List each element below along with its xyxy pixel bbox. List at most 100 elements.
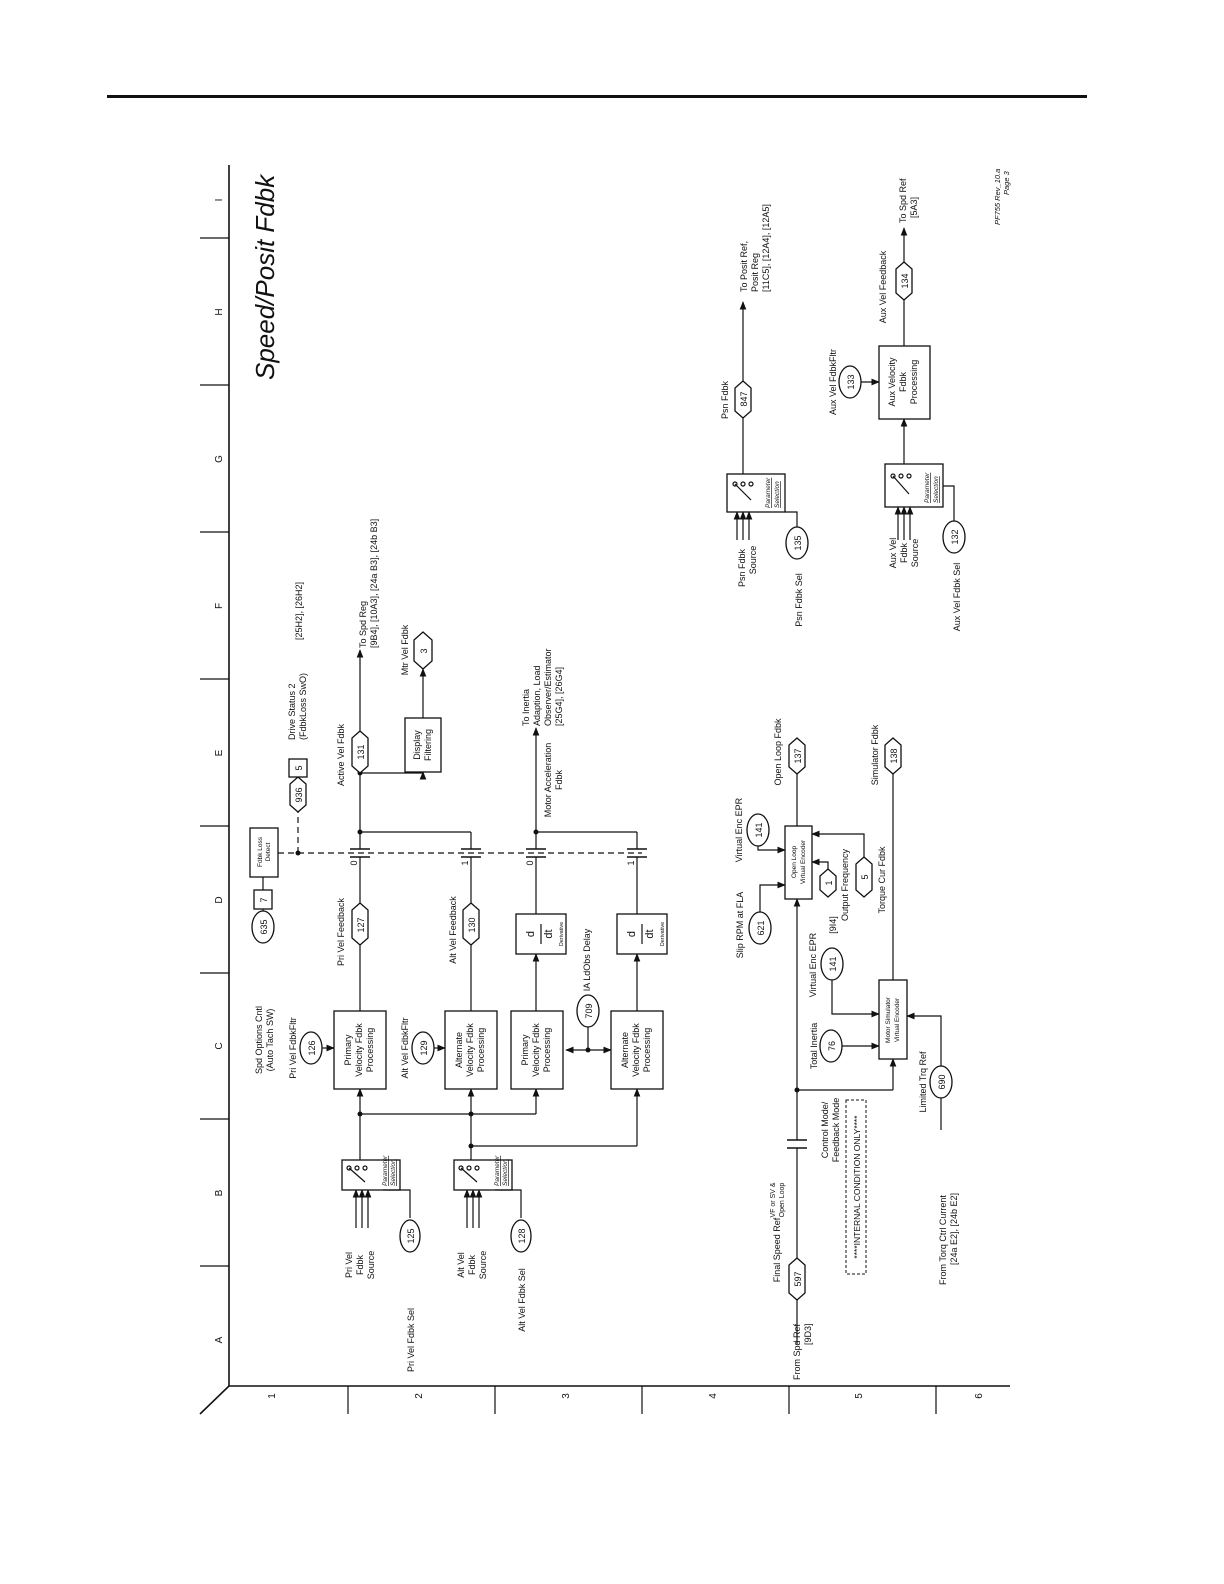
box-7-value: 7 (259, 897, 269, 902)
aux-proc-label-2: Fdbk (898, 371, 908, 392)
virtual-enc-epr-label-a: Virtual Enc EPR (734, 797, 744, 862)
open-loop-ve-label-1: Open Loop (791, 846, 798, 879)
vf-sv-label-2: Open Loop (779, 1183, 786, 1218)
primary-proc-label-2: Velocity Fdbk (354, 1023, 364, 1077)
grid-col-e: E (214, 749, 225, 756)
alt-switch-symbol (458, 1165, 480, 1183)
control-mode-label-2: Feedback Mode (831, 1098, 841, 1163)
param-126: 126 (307, 1040, 317, 1055)
param-138-hex (884, 737, 902, 775)
aux-vel-fdbkfltr-label: Aux Vel FdbkFltr (828, 349, 838, 415)
output-freq-label: Output Frequency (840, 848, 850, 921)
ddt-d-2: d (626, 931, 638, 937)
param-128-oval (510, 1219, 532, 1253)
alternate-proc2-label-2: Velocity Fdbk (631, 1023, 641, 1077)
switch-label-0-b: 0 (525, 860, 535, 865)
alternate-velocity-fdbk-processing-box-2 (610, 1010, 664, 1090)
psn-param-selection-label-2: Selection (774, 481, 781, 508)
switch-label-0-a: 0 (349, 860, 359, 865)
switch-contact-vf (787, 1139, 807, 1149)
aux-param-selection-label-2: Selection (933, 476, 940, 503)
param-1: 1 (824, 880, 834, 885)
drive-status-ref: [25H2], [26H2] (294, 582, 304, 640)
grid-row-6: 6 (974, 1393, 985, 1399)
to-inertia-label-1: To Inertia (521, 689, 531, 726)
param-709: 709 (584, 1003, 594, 1018)
primary-proc2-label-3: Processing (542, 1028, 552, 1073)
to-posit-label-3: [11C5], [12A4], [12A5] (761, 204, 771, 292)
aux-proc-label-3: Processing (909, 360, 919, 405)
page-title: Speed/Posit Fdbk (250, 173, 280, 380)
aux-vel-feedback-label: Aux Vel Feedback (878, 250, 888, 323)
grid-row-5: 5 (854, 1393, 865, 1399)
torque-cur-fdbk-label: Torque Cur Fdbk (877, 846, 887, 914)
ddt-dt-1: dt (543, 929, 555, 938)
ia-ldobs-delay-label: IA LdObs Delay (582, 928, 592, 991)
param-137: 137 (793, 748, 803, 763)
psn-switch-symbol (732, 481, 754, 501)
alt-param-selection-box (453, 1159, 513, 1191)
pri-param-selection-label-2: Selection (390, 1159, 397, 1186)
param-5: 5 (860, 874, 870, 879)
param-125-oval (399, 1219, 421, 1253)
alternate-proc-label-3: Processing (476, 1028, 486, 1073)
param-133: 133 (846, 374, 856, 389)
page-label: Page 3 (1002, 170, 1011, 195)
to-spd-reg-label: To Spd Reg (358, 601, 368, 648)
drive-status-label-1: Drive Status 2 (287, 683, 297, 740)
alt-vel-fdbk-source-label: Alt Vel (456, 1252, 466, 1278)
param-621: 621 (756, 920, 766, 935)
alternate-proc-label-1: Alternate (454, 1032, 464, 1068)
box-5 (288, 758, 308, 778)
display-filtering-label-1: Display (412, 730, 422, 760)
aux-param-selection-box (884, 463, 944, 508)
param-847: 847 (739, 391, 749, 406)
grid-row-3: 3 (561, 1393, 572, 1399)
primary-proc2-label-2: Velocity Fdbk (531, 1023, 541, 1077)
alt-vel-fdbk-sel-label: Alt Vel Fdbk Sel (517, 1268, 527, 1332)
aux-proc-label-1: Aux Velocity (887, 357, 897, 407)
psn-fdbk-source-label-2: Source (748, 546, 758, 575)
switch-label-1-a: 1 (460, 860, 470, 865)
fdbk-loss-detect-box (249, 827, 279, 878)
param-3-hex (413, 631, 433, 670)
limited-trq-ref-label: Limited Trq Ref (918, 1051, 928, 1113)
grid-col-d: D (214, 896, 225, 903)
internal-condition-box (845, 1099, 867, 1275)
from-torq-ref: [24a E2], [24b E2] (949, 1193, 959, 1265)
motor-sim-label-2: Virtual Encoder (894, 997, 901, 1042)
switch-contact-alt (461, 832, 481, 858)
alt-vel-fdbk-source-label-2: Fdbk (467, 1254, 477, 1275)
pri-param-selection-box (341, 1159, 401, 1191)
grid-row-1: 1 (267, 1393, 278, 1399)
to-spd-reg-ref: [9B4], [10A3], [24a B3], [24b B3] (369, 519, 379, 648)
to-inertia-label-3: Observer/Estimator (543, 648, 553, 726)
primary-proc-label-1: Primary (343, 1034, 353, 1065)
grid-row-2: 2 (414, 1393, 425, 1399)
ddt-d-1: d (525, 931, 537, 937)
fdbk-loss-label-1: Fdbk Loss (257, 836, 264, 867)
derivative-label-2: Derivative (660, 922, 666, 946)
from-spd-ref-ref: [9D3] (803, 1323, 813, 1345)
param-936: 936 (294, 787, 304, 802)
param-635: 635 (259, 919, 269, 934)
param-137-hex (788, 737, 806, 775)
active-vel-fdbk-label: Active Vel Fdbk (336, 723, 346, 786)
param-138: 138 (889, 748, 899, 763)
grid-col-h: H (214, 308, 225, 315)
grid-col-g: G (214, 455, 225, 463)
psn-fdbk-label: Psn Fdbk (720, 380, 730, 419)
grid-col-c: C (214, 1042, 225, 1049)
psn-fdbk-sel-label: Psn Fdbk Sel (794, 573, 804, 627)
param-709-oval (576, 994, 600, 1028)
display-filtering-box (404, 717, 442, 773)
param-132: 132 (950, 529, 960, 544)
aux-vel-source-label-2: Fdbk (899, 542, 909, 563)
alt-param-selection-label: Parameter (494, 1155, 501, 1186)
aux-vel-fdbk-sel-label: Aux Vel Fdbk Sel (952, 563, 962, 632)
aux-switch-symbol (890, 473, 912, 495)
pri-vel-fdbk-source-label: Pri Vel (344, 1252, 354, 1278)
grid-col-a: A (214, 1336, 225, 1343)
simulator-fdbk-label: Simulator Fdbk (870, 724, 880, 785)
aux-param-selection-label: Parameter (924, 472, 931, 503)
